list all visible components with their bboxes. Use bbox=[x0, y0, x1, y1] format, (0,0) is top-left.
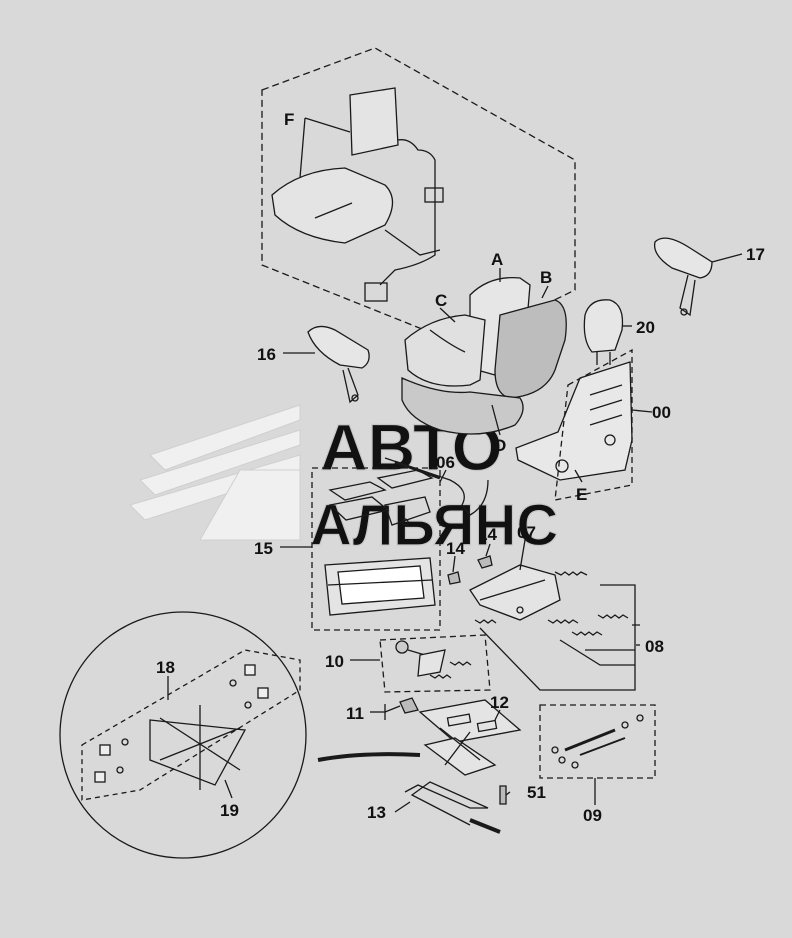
seat-frame-e bbox=[515, 361, 633, 481]
callout-17: 17 bbox=[746, 245, 765, 264]
callout-13: 13 bbox=[367, 803, 386, 822]
group-f-dashed-box bbox=[261, 47, 576, 346]
knob-14a-icon bbox=[477, 555, 493, 569]
callout-08: 08 bbox=[645, 637, 664, 656]
detail-circle bbox=[59, 611, 307, 859]
callout-12: 12 bbox=[490, 693, 509, 712]
callout-15: 15 bbox=[254, 539, 273, 558]
group-10-dashed-box bbox=[379, 634, 491, 693]
callout-F: F bbox=[284, 110, 294, 129]
bolt-51-icon bbox=[499, 785, 507, 805]
callout-18: 18 bbox=[156, 658, 175, 677]
callout-11: 11 bbox=[346, 704, 364, 723]
callout-06: 06 bbox=[436, 453, 455, 472]
scissor-frame-19 bbox=[149, 705, 247, 790]
callout-51: 51 bbox=[527, 783, 546, 802]
callout-D: D bbox=[494, 436, 506, 455]
watermark-logo-icon bbox=[129, 404, 301, 541]
group-15-dashed-box bbox=[311, 467, 441, 631]
callout-07: 07 bbox=[517, 523, 536, 542]
callout-00: 00 bbox=[652, 403, 671, 422]
heater-pad-assembly bbox=[271, 87, 444, 302]
callout-E: E bbox=[576, 485, 587, 504]
slide-mechanism-07 bbox=[469, 564, 561, 621]
springs-08 bbox=[474, 571, 640, 691]
callout-C: C bbox=[435, 291, 447, 310]
leader-lines bbox=[167, 117, 743, 813]
connector-arrow bbox=[317, 752, 421, 762]
callout-16: 16 bbox=[257, 345, 276, 364]
armrest-17 bbox=[653, 237, 713, 317]
watermark-line-2: АЛЬЯНС bbox=[310, 493, 558, 558]
callout-19: 19 bbox=[220, 801, 239, 820]
suspension-12 bbox=[399, 697, 522, 776]
callout-14b: 14 bbox=[446, 539, 465, 558]
knob-14b-icon bbox=[447, 571, 461, 585]
callout-A: A bbox=[491, 250, 503, 269]
callout-20: 20 bbox=[636, 318, 655, 337]
bushings-18 bbox=[94, 664, 269, 783]
callout-10: 10 bbox=[325, 652, 344, 671]
linkage-09 bbox=[551, 714, 644, 769]
seat-main-assembly bbox=[401, 276, 567, 435]
group-18-dashed-box bbox=[81, 649, 301, 801]
suspension-boot-15 bbox=[324, 557, 436, 616]
headrest-20 bbox=[583, 299, 624, 365]
callout-B: B bbox=[540, 268, 552, 287]
lever-assembly-10 bbox=[395, 640, 472, 679]
callout-14a: 14 bbox=[478, 525, 497, 544]
callout-09: 09 bbox=[583, 806, 602, 825]
group-00-dashed-box bbox=[554, 348, 633, 501]
handle-13 bbox=[404, 781, 501, 834]
cable-06 bbox=[384, 457, 489, 516]
slide-rails-15 bbox=[328, 469, 434, 526]
armrest-16 bbox=[307, 325, 370, 404]
